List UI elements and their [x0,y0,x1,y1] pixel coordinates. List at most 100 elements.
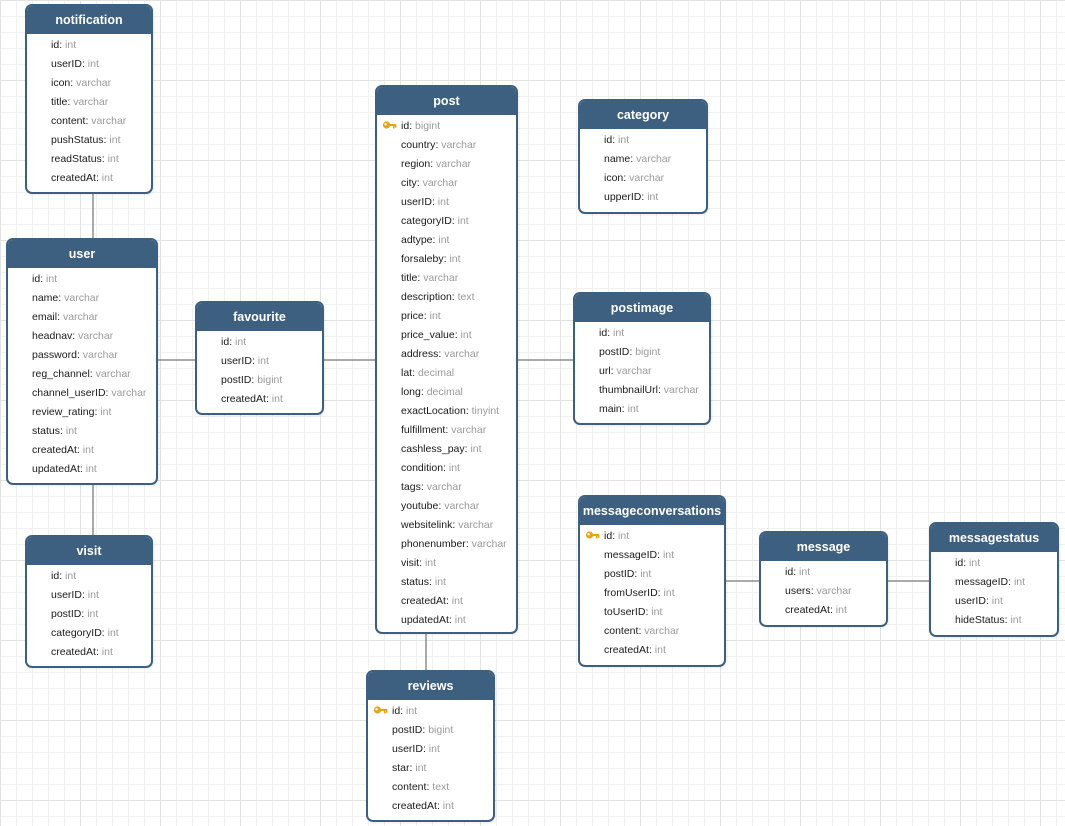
user-table-title: user [8,240,156,268]
field-type: int [257,355,269,367]
message-field-createdAt: createdAt: int [785,604,847,616]
user-field-updatedAt: updatedAt: int [32,463,97,475]
field-name: messageID [604,549,658,561]
field-type: int [442,800,454,812]
field-name: price [401,310,424,322]
post-field-forsaleby: forsaleby: int [401,253,461,265]
user-field-headnav: headnav: varchar [32,330,114,342]
field-type: int [454,614,466,626]
field-type: varchar [441,139,477,151]
field-type: varchar [73,96,109,108]
notification-field-createdAt: createdAt: int [51,172,113,184]
field-name: id [392,705,401,717]
messageconversations-field-postID: postID: int [604,568,652,580]
field-name: websitelink [401,519,453,531]
user-field-createdAt: createdAt: int [32,444,94,456]
notification-field-content: content: varchar [51,115,127,127]
message-field-id: id: int [785,566,811,578]
notification-field-title: title: varchar [51,96,109,108]
favourite-field-id: id: int [221,336,247,348]
user-field-status: status: int [32,425,77,437]
reviews-field-star: star: int [392,762,427,774]
field-name: createdAt [604,644,649,656]
field-type: int [85,463,97,475]
field-type: int [1013,576,1026,588]
field-name: userID [401,196,432,208]
primary-key-icon [373,706,388,714]
field-type: varchar [444,500,480,512]
field-name: visit [401,557,420,569]
field-type: int [406,705,418,717]
field-name: postID [604,568,635,580]
field-name: title [401,272,418,284]
field-type: decimal [417,367,455,379]
post-field-youtube: youtube: varchar [401,500,480,512]
notification-field-readStatus: readStatus: int [51,153,119,165]
post-field-cashless_pay: cashless_pay: int [401,443,482,455]
field-name: icon [51,77,71,89]
field-name: createdAt [221,393,266,405]
field-name: postID [392,724,423,736]
notification-field-id: id: int [51,39,77,51]
field-name: categoryID [51,627,102,639]
field-type: int [101,172,113,184]
field-type: int [470,443,482,455]
field-type: int [65,425,77,437]
messagestatus-field-userID: userID: int [955,595,1003,607]
field-type: varchar [644,625,680,637]
post-field-condition: condition: int [401,462,460,474]
post-field-country: country: varchar [401,139,477,151]
field-type: varchar [451,424,487,436]
visit-field-categoryID: categoryID: int [51,627,119,639]
field-type: varchar [629,172,665,184]
field-type: int [235,336,247,348]
field-name: content [604,625,639,637]
field-name: createdAt [51,172,96,184]
field-name: userID [51,58,82,70]
field-type: int [271,393,283,405]
field-name: id [785,566,794,578]
post-table-title: post [377,87,516,115]
field-name: cashless_pay [401,443,465,455]
field-type: int [618,134,630,146]
field-type: int [647,191,659,203]
post-field-id: id: bigint [377,117,516,136]
field-type: bigint [415,120,441,132]
user-field-id: id: int [32,273,58,285]
field-type: int [65,570,77,582]
notification-field-icon: icon: varchar [51,77,112,89]
field-name: status [401,576,430,588]
field-name: condition [401,462,444,474]
field-type: varchar [62,311,98,323]
reviews-table-title: reviews [368,672,493,700]
field-type: int [438,234,450,246]
message-field-users: users: varchar [785,585,852,597]
field-type: varchar [423,272,459,284]
user-field-password: password: varchar [32,349,118,361]
field-name: main [599,403,622,415]
field-name: id [32,273,41,285]
field-type: bigint [635,346,661,358]
field-type: int [109,134,121,146]
post-field-city: city: varchar [401,177,458,189]
field-name: long [401,386,421,398]
field-name: messageID [955,576,1009,588]
visit-field-userID: userID: int [51,589,99,601]
field-type: int [87,58,99,70]
field-name: upperID [604,191,642,203]
field-name: city [401,177,417,189]
field-type: varchar [76,77,112,89]
post-field-userID: userID: int [401,196,449,208]
field-name: status [32,425,61,437]
